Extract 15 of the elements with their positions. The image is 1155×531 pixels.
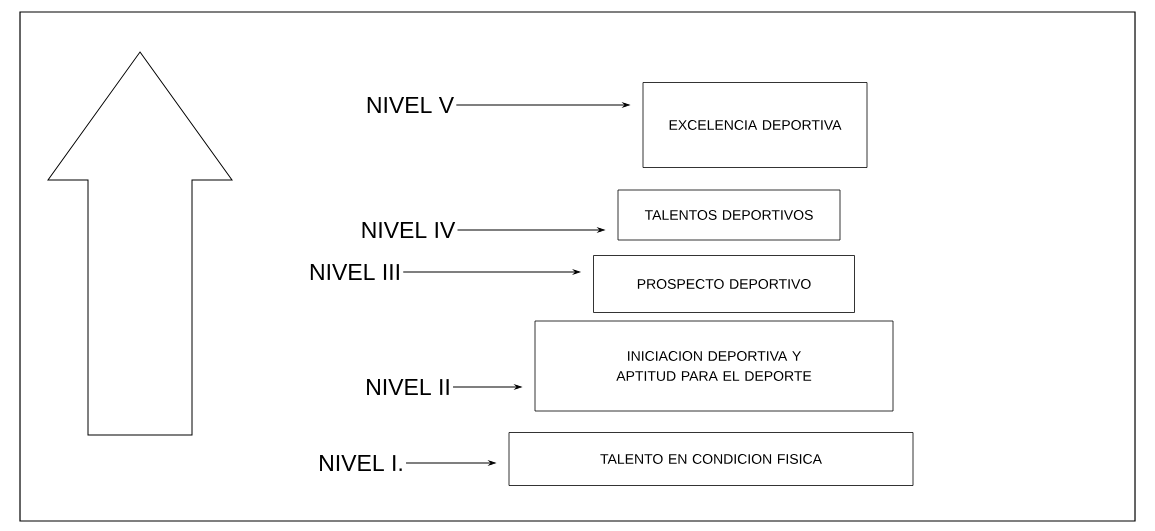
level-box: EXCELENCIA DEPORTIVA (642, 82, 868, 168)
level-box: TALENTO EN CONDICION FISICA (508, 432, 914, 486)
arrow (452, 384, 522, 390)
level-label: NIVEL III (310, 264, 399, 280)
level-label: NIVEL V (367, 97, 454, 113)
level-label: NIVEL IV (362, 222, 456, 238)
arrow (405, 460, 496, 466)
level-box: PROSPECTO DEPORTIVO (593, 255, 855, 313)
level-box: INICIACION DEPORTIVA Y APTITUD PARA EL DEPORTE (534, 320, 894, 412)
arrow (455, 102, 630, 108)
level-label: NIVEL II (367, 379, 449, 395)
level-box: TALENTOS DEPORTIVOS (617, 189, 841, 241)
level-label: NIVEL I. (320, 455, 402, 471)
arrow (457, 227, 605, 233)
arrow (402, 269, 581, 275)
